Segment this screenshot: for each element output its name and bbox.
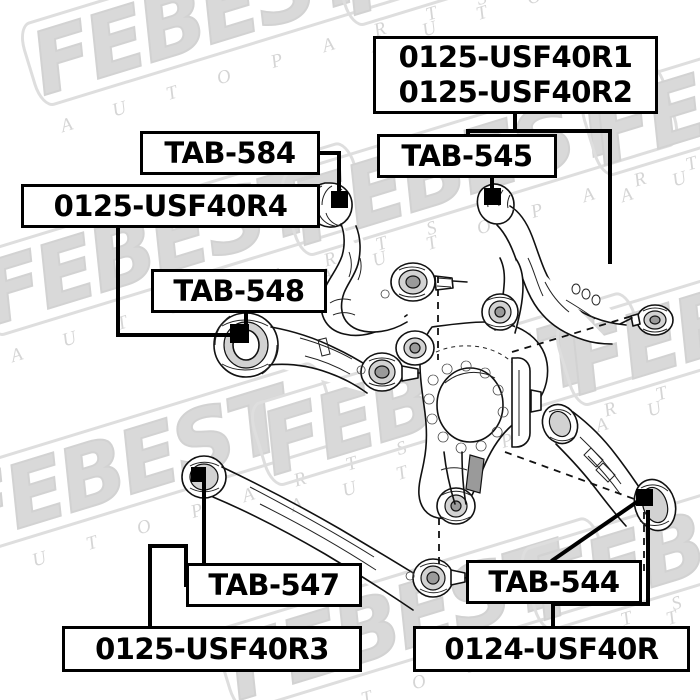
- leader-tab-584: [318, 151, 341, 201]
- part-number-text: 0124-USF40R: [444, 631, 659, 666]
- part-number-text: TAB-544: [488, 564, 620, 599]
- label-0125-usf40r4[interactable]: 0125-USF40R4: [21, 184, 320, 228]
- label-tab-548[interactable]: TAB-548: [151, 269, 327, 313]
- lower-left-lateral-link: [181, 455, 475, 611]
- part-number-text: 0125-USF40R1: [398, 40, 633, 74]
- node-tab-547: [190, 466, 206, 482]
- node-tab-544: [635, 488, 653, 506]
- label-0125-usf40r3[interactable]: 0125-USF40R3: [62, 626, 362, 672]
- label-tab-547[interactable]: TAB-547: [186, 563, 362, 607]
- node-tab-584: [330, 190, 348, 208]
- part-number-text: TAB-547: [208, 567, 340, 602]
- leader-0125-usf40r3: [148, 544, 188, 628]
- part-number-text: TAB-545: [401, 138, 533, 173]
- node-tab-545: [483, 187, 501, 205]
- label-0124-usf40r[interactable]: 0124-USF40R: [413, 626, 690, 672]
- part-number-text-secondary: 0125-USF40R2: [398, 75, 633, 109]
- label-tab-584[interactable]: TAB-584: [140, 131, 320, 175]
- label-tab-545[interactable]: TAB-545: [377, 134, 557, 178]
- label-tab-544[interactable]: TAB-544: [466, 560, 642, 604]
- leader-tab-544: [550, 494, 647, 563]
- part-number-text: TAB-548: [173, 273, 305, 308]
- part-number-text: 0125-USF40R3: [95, 631, 329, 666]
- part-number-text: 0125-USF40R4: [53, 188, 288, 223]
- rear-knuckle-hub-carrier: [395, 257, 549, 525]
- dashed-construction-lines: [437, 276, 645, 576]
- node-tab-548: [229, 323, 249, 343]
- part-number-text: TAB-584: [164, 135, 296, 170]
- leader-0125-usf40r4: [116, 226, 230, 337]
